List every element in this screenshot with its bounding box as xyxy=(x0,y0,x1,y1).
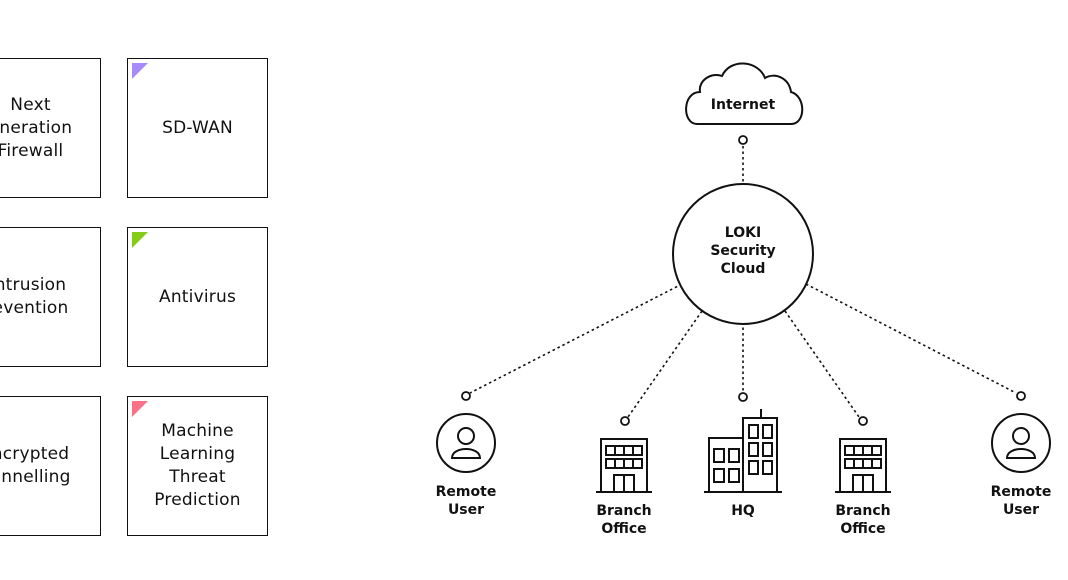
port-dot-branch-left xyxy=(620,416,630,426)
feature-label: ncrypted unnelling xyxy=(0,444,71,487)
building-icon xyxy=(596,438,652,493)
user-icon xyxy=(991,413,1051,473)
internet-label: Internet xyxy=(711,97,776,113)
cloud-icon xyxy=(685,62,804,125)
endpoint-label-line-1: HQ xyxy=(731,503,755,519)
connectors xyxy=(469,146,1017,418)
endpoint-label-line-2: Office xyxy=(601,521,646,537)
connector-branch-right xyxy=(784,310,860,418)
port-dot-internet xyxy=(738,135,748,145)
port-dot-branch-right xyxy=(858,416,868,426)
port-dot-remote-user-right xyxy=(1016,391,1026,401)
feature-label: ntrusion evention xyxy=(0,275,69,318)
connector-branch-left xyxy=(627,310,703,418)
building-icon xyxy=(835,438,891,493)
endpoint-label-line-1: Branch xyxy=(835,503,890,519)
feature-tile-firewall: Next eneration Firewall xyxy=(0,58,101,198)
red-corner-marker xyxy=(132,401,148,417)
endpoint-label-line-2: User xyxy=(448,502,484,518)
cloud-label-line-1: LOKI xyxy=(725,225,761,241)
connector-remote-user-left xyxy=(469,283,683,394)
feature-tile-antivirus: Antivirus xyxy=(127,227,268,367)
security-cloud-circle xyxy=(672,183,814,325)
endpoint-label-line-1: Branch xyxy=(596,503,651,519)
feature-label: Antivirus xyxy=(159,286,236,307)
cloud-label-line-3: Cloud xyxy=(721,261,766,277)
green-corner-marker xyxy=(132,232,148,248)
hq-building-icon xyxy=(704,409,782,493)
feature-tile-encrypted-tunnelling: ncrypted unnelling xyxy=(0,396,101,536)
endpoint-label-line-2: User xyxy=(1003,502,1039,518)
feature-label: Next eneration Firewall xyxy=(0,94,73,161)
endpoint-label-line-1: Remote xyxy=(991,484,1052,500)
endpoint-label-line-2: Office xyxy=(840,521,885,537)
port-dot-hq xyxy=(738,392,748,402)
cloud-label-line-2: Security xyxy=(710,243,775,259)
purple-corner-marker xyxy=(132,63,148,79)
port-dot-remote-user-left xyxy=(461,391,471,401)
user-icon xyxy=(436,413,496,473)
endpoint-label-line-1: Remote xyxy=(436,484,497,500)
feature-tile-sdwan: SD-WAN xyxy=(127,58,268,198)
feature-label: Machine Learning Threat Prediction xyxy=(154,421,241,510)
feature-tile-ml-threat-prediction: Machine Learning Threat Prediction xyxy=(127,396,268,536)
feature-tile-intrusion-prevention: ntrusion evention xyxy=(0,227,101,367)
connector-remote-user-right xyxy=(805,283,1017,394)
feature-label: SD-WAN xyxy=(162,117,233,138)
